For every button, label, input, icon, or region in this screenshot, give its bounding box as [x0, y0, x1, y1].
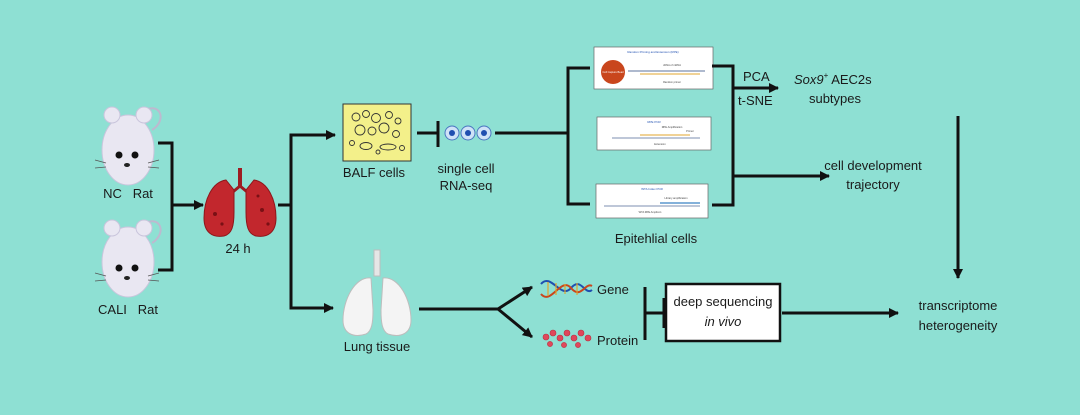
cell-development-label-line2: trajectory	[846, 177, 900, 192]
pca-label: PCA	[743, 69, 770, 84]
svg-text:WTA RPE Amplicon: WTA RPE Amplicon	[639, 210, 662, 214]
protein-label: Protein	[597, 333, 638, 348]
lung-tissue-icon	[342, 249, 412, 336]
dna-gene-icon	[540, 280, 593, 298]
balf-cells-label: BALF cells	[343, 165, 406, 180]
svg-text:cDNA of mRNA: cDNA of mRNA	[663, 63, 681, 67]
tsne-label: t-SNE	[738, 93, 773, 108]
svg-text:Primer: Primer	[686, 129, 694, 133]
panel-bracket	[495, 66, 590, 206]
infected-lungs-icon	[203, 168, 277, 237]
time-label: 24 h	[225, 241, 250, 256]
svg-text:RPE PCR: RPE PCR	[647, 120, 661, 124]
epithelial-cells-label: Epitehlial cells	[615, 231, 698, 246]
wta-index-pcr-panel: WTA Index PCR Library amplification WTA …	[595, 183, 709, 219]
deep-sequencing-label-line1: deep sequencing	[673, 294, 772, 309]
cell-development-label-line1: cell development	[824, 158, 922, 173]
svg-text:Cell Capture Bead: Cell Capture Bead	[602, 70, 624, 74]
svg-text:RPE Amplification: RPE Amplification	[662, 125, 683, 129]
deep-sequencing-box	[664, 282, 782, 343]
svg-text:Random primer: Random primer	[663, 80, 681, 84]
capture-inhibitor-bar	[417, 121, 440, 147]
balf-cells-image	[342, 103, 412, 162]
cali-rat-icon	[94, 219, 162, 298]
omics-bracket	[643, 287, 666, 340]
single-cell-label-line1: single cell	[437, 161, 494, 176]
svg-text:WTA Index PCR: WTA Index PCR	[641, 187, 663, 191]
rpe-pcr-panel: RPE PCR RPE Amplification Primer Extensi…	[596, 116, 712, 151]
svg-text:Random Priming and Extension (: Random Priming and Extension (RPE)	[627, 50, 678, 54]
single-cell-label-line2: RNA-seq	[440, 178, 493, 193]
lung-tissue-label: Lung tissue	[344, 339, 411, 354]
cali-rat-label: CALI Rat	[98, 302, 158, 317]
sox9-aec2s-label: Sox9+ AEC2s	[794, 71, 872, 87]
lung-branch-arrows	[278, 130, 336, 313]
gene-label: Gene	[597, 282, 629, 297]
deep-sequencing-label-line2: in vivo	[705, 314, 742, 329]
balf-cells-sketch	[349, 110, 405, 155]
protein-icon	[542, 329, 592, 348]
nc-rat-icon	[94, 106, 162, 186]
svg-text:Extension: Extension	[654, 142, 666, 146]
result-label-line1: transcriptome	[919, 298, 998, 313]
droplet-beads-icon	[444, 125, 492, 141]
svg-text:Library amplification: Library amplification	[664, 196, 688, 200]
tissue-fork-arrows	[419, 285, 533, 339]
subtypes-label: subtypes	[809, 91, 862, 106]
analysis-bracket	[712, 64, 830, 207]
nc-rat-label: NC Rat	[103, 186, 153, 201]
result-label-line2: heterogeneity	[919, 318, 998, 333]
mice-bracket-arrow	[158, 141, 204, 272]
rpe-panel: Random Priming and Extension (RPE) Cell …	[593, 46, 714, 90]
